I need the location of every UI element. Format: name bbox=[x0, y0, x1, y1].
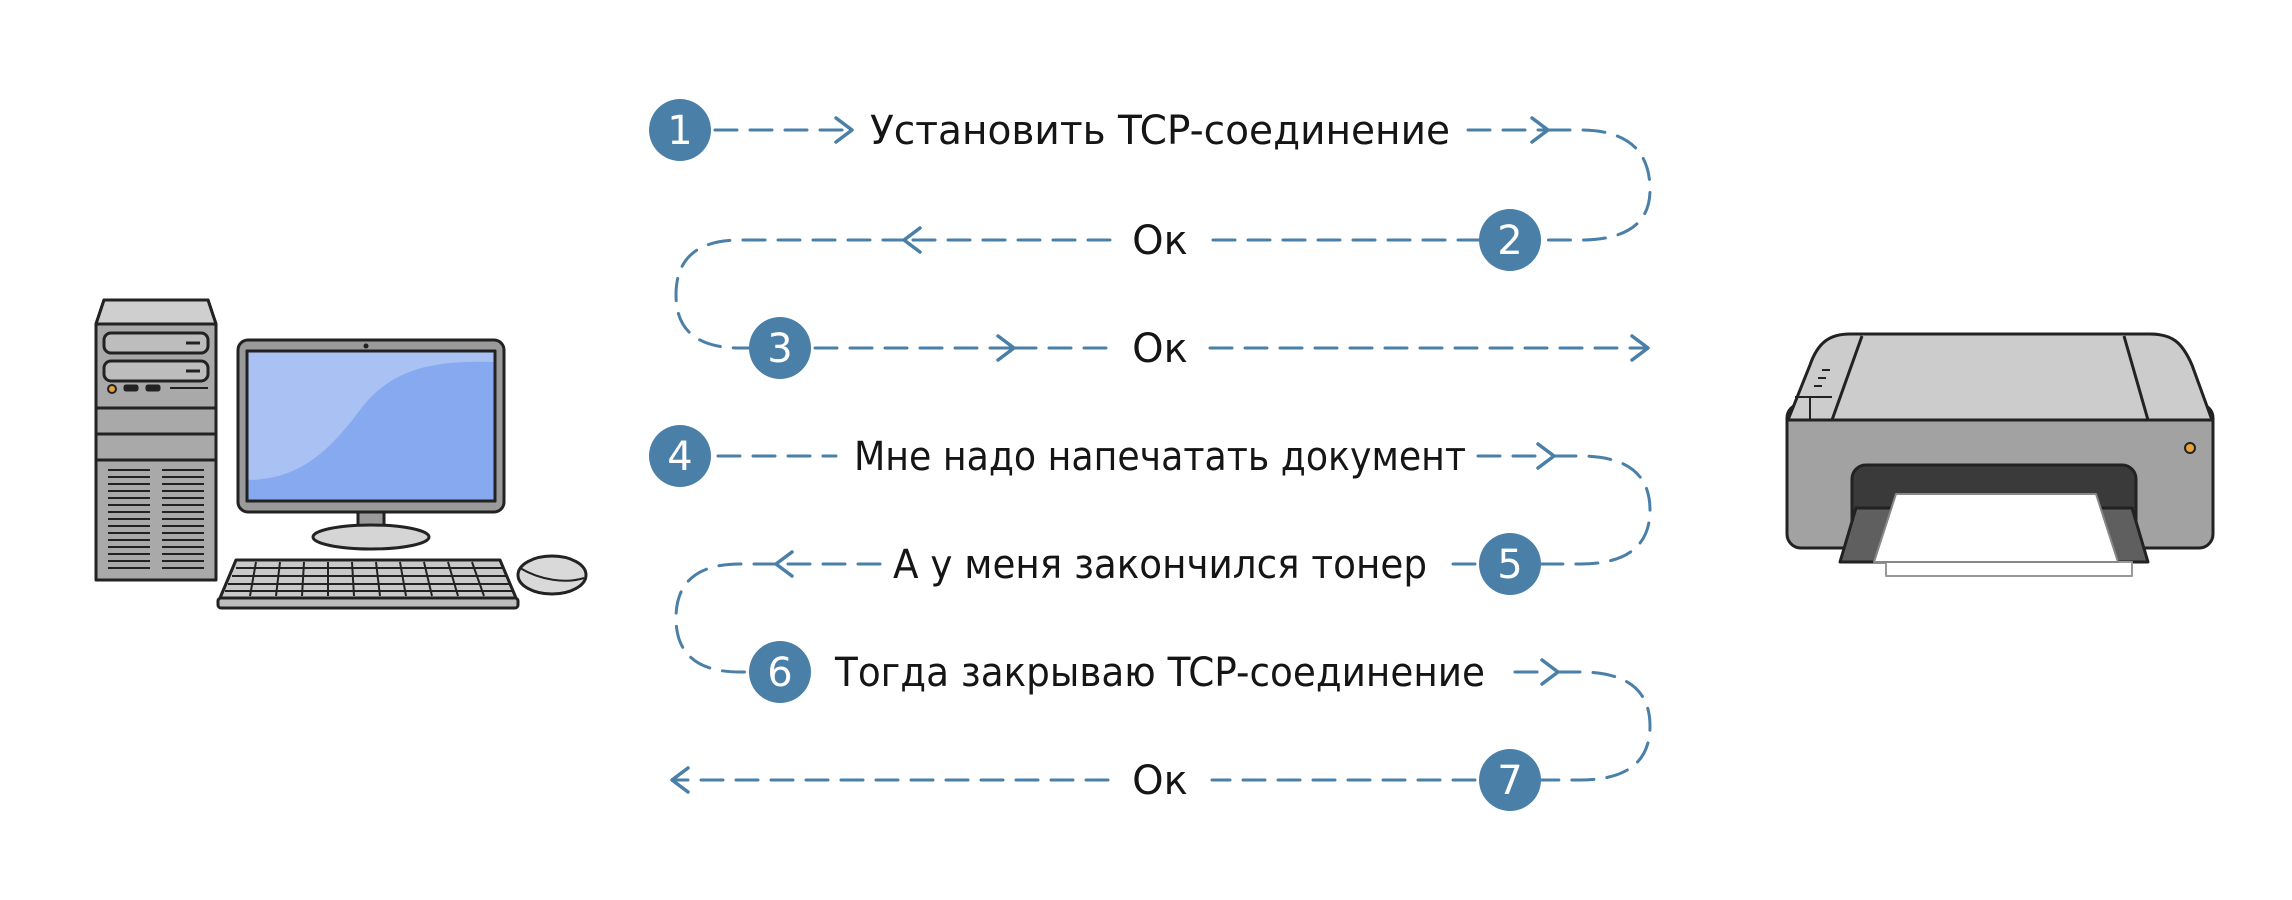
step-label-2: Ок bbox=[1132, 218, 1188, 264]
printer-icon bbox=[1785, 332, 2215, 577]
step-number-1: 1 bbox=[667, 108, 692, 154]
step-number-3: 3 bbox=[767, 326, 792, 372]
step-badge-4: 4 bbox=[649, 425, 711, 487]
step-badge-2: 2 bbox=[1479, 209, 1541, 271]
step-badge-3: 3 bbox=[749, 317, 811, 379]
step-badge-6: 6 bbox=[749, 641, 811, 703]
desktop-computer-icon bbox=[94, 298, 588, 610]
step-label-5: А у меня закончился тонер bbox=[893, 542, 1427, 588]
step-number-6: 6 bbox=[767, 650, 792, 696]
step-number-5: 5 bbox=[1497, 542, 1522, 588]
step-label-7: Ок bbox=[1132, 758, 1188, 804]
step-label-4: Мне надо напечатать документ bbox=[854, 434, 1466, 480]
step-label-1: Установить TCP-соединение bbox=[870, 108, 1450, 154]
step-number-4: 4 bbox=[667, 434, 692, 480]
step-badge-1: 1 bbox=[649, 99, 711, 161]
step-label-3: Ок bbox=[1132, 326, 1188, 372]
step-number-2: 2 bbox=[1497, 218, 1522, 264]
step-number-7: 7 bbox=[1497, 758, 1522, 804]
step-badge-5: 5 bbox=[1479, 533, 1541, 595]
step-label-6: Тогда закрываю TCP-соединение bbox=[834, 650, 1485, 696]
connector-lines bbox=[670, 116, 1652, 794]
step-badge-7: 7 bbox=[1479, 749, 1541, 811]
